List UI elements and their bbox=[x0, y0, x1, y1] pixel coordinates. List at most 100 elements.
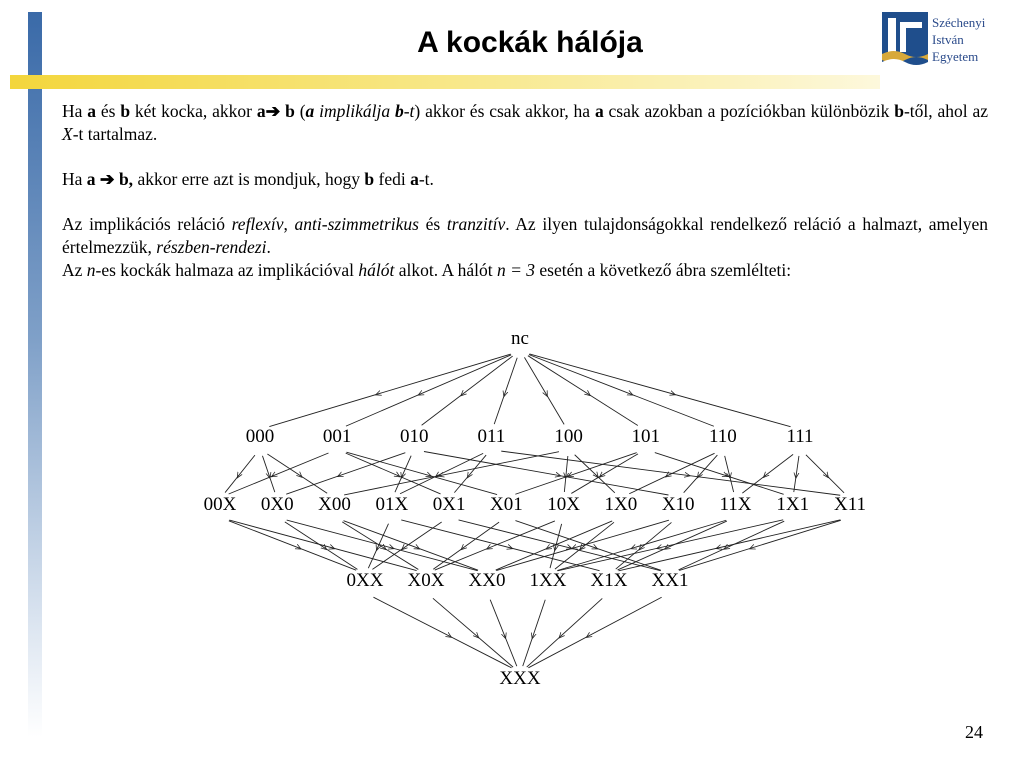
lattice-edge bbox=[423, 451, 669, 496]
lattice-node-11X: 11X bbox=[719, 494, 751, 515]
lattice-edge bbox=[515, 520, 662, 571]
text-segment: Az implikációs reláció bbox=[62, 214, 232, 234]
logo-line-3: Egyetem bbox=[932, 49, 979, 64]
lattice-edge bbox=[557, 519, 784, 572]
lattice-node-0X1: 0X1 bbox=[433, 494, 466, 515]
lattice-node-XX0: XX0 bbox=[469, 570, 506, 591]
text-segment: . Az ilyen tulajdonságokkal rendelkező r… bbox=[62, 214, 989, 257]
lattice-edge bbox=[373, 596, 512, 669]
university-name: Széchenyi István Egyetem bbox=[932, 14, 985, 65]
lattice-node-011: 011 bbox=[478, 426, 506, 447]
lattice-edge bbox=[528, 354, 715, 427]
lattice-edge bbox=[654, 452, 784, 495]
slide-title: A kockák hálója bbox=[417, 26, 643, 59]
lattice-node-1X0: 1X0 bbox=[605, 494, 638, 515]
text-segment: a bbox=[410, 169, 419, 189]
lattice-node-111: 111 bbox=[786, 426, 813, 447]
lattice-edge bbox=[345, 354, 512, 427]
lattice-node-010: 010 bbox=[400, 426, 429, 447]
paragraph-lattice: Az n-es kockák halmaza az implikációval … bbox=[62, 259, 988, 282]
lattice-edge bbox=[433, 521, 500, 570]
lattice-edge bbox=[394, 455, 412, 493]
lattice-edge bbox=[267, 453, 328, 494]
text-segment: -es kockák halmaza az implikációval bbox=[95, 260, 359, 280]
text-segment: a bbox=[305, 101, 315, 121]
lattice-edge bbox=[346, 451, 498, 495]
text-segment: b bbox=[894, 101, 904, 121]
text-segment: tranzitív bbox=[446, 214, 506, 234]
lattice-edge bbox=[489, 599, 518, 667]
lattice-node-101: 101 bbox=[631, 426, 660, 447]
text-segment: két kocka, akkor bbox=[130, 101, 257, 121]
text-segment: fedi bbox=[374, 169, 411, 189]
lattice-edge bbox=[528, 596, 662, 669]
text-segment: hálót bbox=[358, 260, 395, 280]
lattice-edge bbox=[617, 520, 728, 571]
lattice-node-00X: 00X bbox=[204, 494, 237, 515]
text-segment: b bbox=[285, 101, 295, 121]
lattice-edge bbox=[458, 519, 661, 572]
lattice-node-X11: X11 bbox=[834, 494, 866, 515]
text-segment: . bbox=[266, 237, 271, 257]
lattice-edge bbox=[228, 520, 357, 571]
lattice-edge bbox=[805, 454, 845, 494]
lattice-edge bbox=[793, 455, 800, 493]
lattice-edge bbox=[434, 520, 556, 571]
lattice-node-0X0: 0X0 bbox=[261, 494, 294, 515]
text-segment: a bbox=[86, 169, 96, 189]
text-segment: alkot. A hálót bbox=[394, 260, 497, 280]
lattice-node-10X: 10X bbox=[547, 494, 580, 515]
text-segment: és bbox=[418, 214, 447, 234]
lattice-edge bbox=[421, 355, 513, 426]
logo-line-2: István bbox=[932, 32, 964, 47]
text-segment: -t tartalmaz. bbox=[72, 124, 158, 144]
lattice-edge bbox=[401, 519, 600, 572]
text-segment: és bbox=[96, 101, 121, 121]
lattice-edge bbox=[432, 597, 514, 668]
text-segment: ( bbox=[294, 101, 306, 121]
lattice-node-1X1: 1X1 bbox=[776, 494, 809, 515]
lattice-edge bbox=[683, 454, 718, 493]
lattice-edge bbox=[522, 599, 546, 667]
text-segment: , bbox=[283, 214, 295, 234]
text-segment: esetén a következő ábra szemlélteti: bbox=[535, 260, 792, 280]
text-segment: csak azokban a pozíciókban különbözik bbox=[603, 101, 895, 121]
text-segment: n bbox=[86, 260, 96, 280]
paragraph-partial-order: Az implikációs reláció reflexív, anti-sz… bbox=[62, 213, 988, 259]
lattice-node-nc: nc bbox=[511, 330, 529, 349]
lattice-edge bbox=[229, 519, 417, 572]
lattice-edge bbox=[679, 519, 841, 571]
lattice-edge bbox=[496, 519, 670, 571]
header-band bbox=[10, 75, 880, 89]
text-segment: b bbox=[120, 101, 131, 121]
lattice-node-0XX: 0XX bbox=[347, 570, 384, 591]
text-segment: a bbox=[87, 101, 97, 121]
text-segment: b bbox=[394, 101, 404, 121]
text-segment: n = 3 bbox=[496, 260, 536, 280]
lattice-edge bbox=[343, 520, 479, 571]
text-segment: Az bbox=[62, 260, 87, 280]
lattice-node-1XX: 1XX bbox=[530, 570, 567, 591]
lattice-node-XXX: XXX bbox=[499, 668, 540, 689]
lattice-node-100: 100 bbox=[554, 426, 583, 447]
lattice-edge bbox=[515, 452, 637, 495]
logo-line-1: Széchenyi bbox=[932, 15, 986, 30]
lattice-edge bbox=[618, 519, 841, 572]
lattice-node-X1X: X1X bbox=[591, 570, 628, 591]
lattice-edge bbox=[563, 455, 569, 493]
lattice-edge bbox=[742, 453, 794, 494]
lattice-edge bbox=[678, 520, 785, 571]
lattice-node-110: 110 bbox=[709, 426, 737, 447]
lattice-edge bbox=[526, 598, 603, 668]
lattice-node-X01: X01 bbox=[490, 494, 523, 515]
lattice-node-X10: X10 bbox=[662, 494, 695, 515]
lattice-node-000: 000 bbox=[246, 426, 275, 447]
text-segment: X bbox=[62, 124, 73, 144]
page-number: 24 bbox=[965, 722, 983, 742]
text-segment: Ha bbox=[62, 169, 87, 189]
lattice-edge bbox=[345, 452, 441, 495]
lattice-edge bbox=[262, 455, 276, 493]
lattice-edge bbox=[269, 353, 511, 428]
text-segment: b, bbox=[118, 169, 134, 189]
